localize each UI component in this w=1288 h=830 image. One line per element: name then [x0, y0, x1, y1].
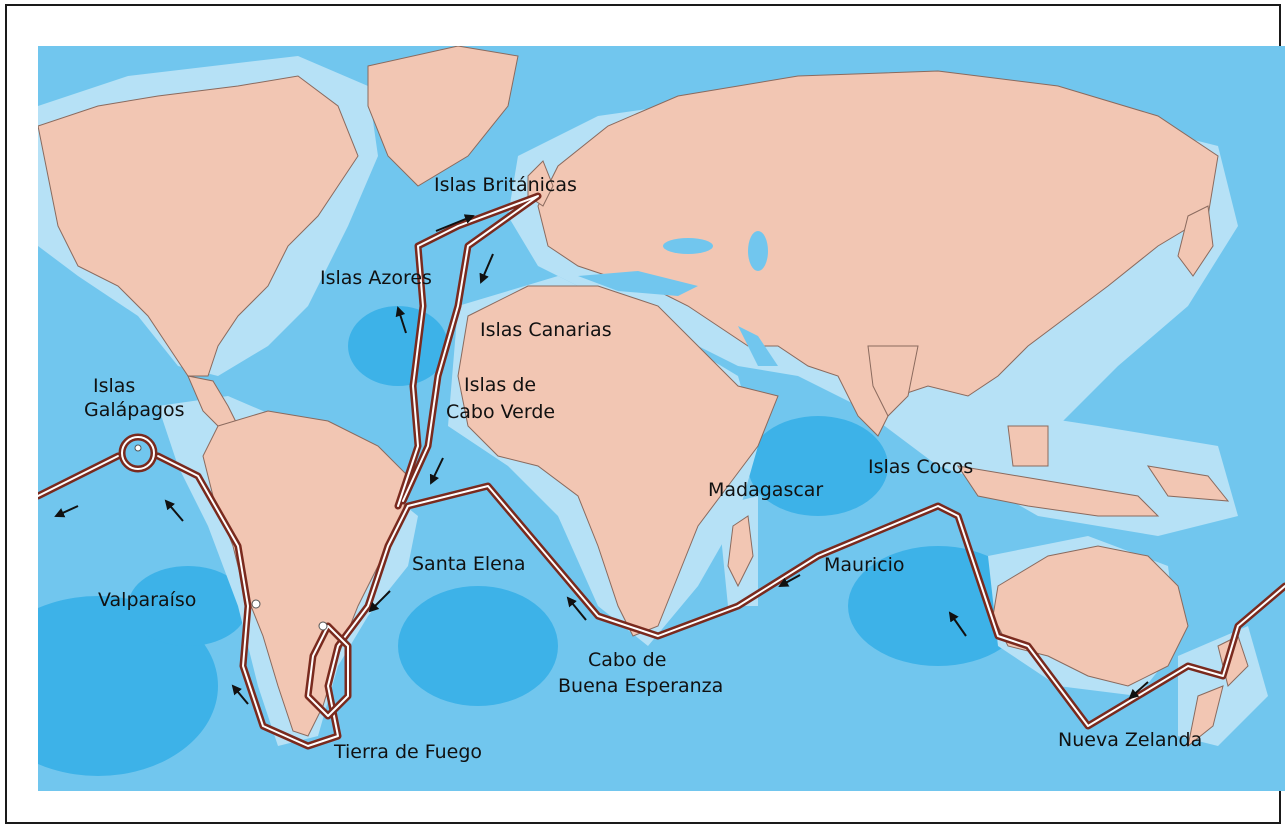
- direction-arrow-icon: [429, 457, 444, 485]
- label-valparaiso: Valparaíso: [98, 589, 196, 611]
- land: [38, 46, 1249, 748]
- madagascar-land: [727, 515, 754, 588]
- label-madagascar: Madagascar: [708, 479, 823, 501]
- label-santa-elena: Santa Elena: [412, 553, 526, 575]
- direction-arrows: [54, 214, 1149, 705]
- label-cabo-verde-1: Islas de: [464, 374, 536, 396]
- greenland: [367, 46, 519, 187]
- direction-arrow-icon: [395, 306, 407, 334]
- direction-arrow-icon: [368, 590, 391, 613]
- direction-arrow-icon: [778, 574, 801, 587]
- map-canvas: Islas Británicas Islas Azores Islas Cana…: [38, 46, 1285, 791]
- label-azores: Islas Azores: [320, 267, 432, 289]
- direction-arrow-icon: [231, 684, 249, 705]
- direction-arrow-icon: [948, 611, 967, 637]
- direction-arrow-icon: [566, 596, 587, 621]
- indonesia: [956, 465, 1160, 517]
- india: [867, 345, 919, 417]
- direction-arrow-icon: [54, 505, 79, 518]
- direction-arrow-icon: [479, 253, 494, 284]
- deep-ocean: [38, 306, 1028, 776]
- label-galapagos-2: Galápagos: [84, 399, 185, 421]
- world-map: Islas Británicas Islas Azores Islas Cana…: [38, 46, 1285, 791]
- label-mauricio: Mauricio: [824, 554, 905, 576]
- direction-arrow-icon: [164, 499, 184, 522]
- borneo: [1007, 425, 1049, 467]
- label-tierra-fuego: Tierra de Fuego: [333, 741, 482, 763]
- label-nueva-zelanda: Nueva Zelanda: [1058, 729, 1202, 751]
- africa: [457, 285, 779, 637]
- label-cabo-buena-2: Buena Esperanza: [558, 675, 723, 697]
- label-british-isles: Islas Británicas: [434, 174, 577, 196]
- port-marker-icon: [134, 444, 142, 452]
- direction-arrow-icon: [435, 214, 475, 232]
- label-cabo-verde-2: Cabo Verde: [446, 401, 555, 423]
- label-cabo-buena-1: Cabo de: [588, 649, 666, 671]
- australia: [992, 545, 1189, 687]
- direction-arrow-icon: [1128, 681, 1149, 700]
- voyage-route: [38, 192, 1285, 750]
- port-markers: [134, 444, 328, 631]
- label-canarias: Islas Canarias: [480, 319, 612, 341]
- label-galapagos-1: Islas: [93, 375, 135, 397]
- port-marker-icon: [318, 621, 328, 631]
- port-marker-icon: [251, 599, 261, 609]
- new-zealand-south: [1187, 685, 1224, 748]
- north-america: [38, 75, 359, 377]
- japan: [1177, 205, 1214, 277]
- new-guinea: [1146, 465, 1230, 502]
- inland-water: [578, 231, 778, 366]
- map-labels: Islas Británicas Islas Azores Islas Cana…: [84, 174, 1202, 763]
- label-cocos: Islas Cocos: [868, 456, 973, 478]
- south-america: [202, 410, 409, 737]
- eurasia: [537, 70, 1219, 437]
